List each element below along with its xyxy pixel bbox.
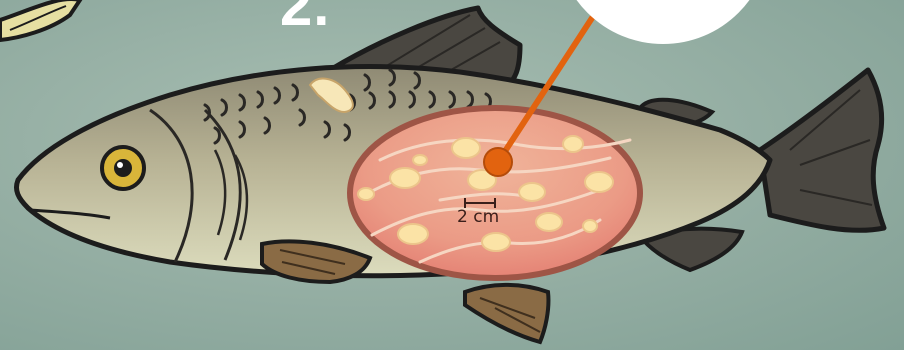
corner-object — [0, 0, 80, 40]
fish-eye — [102, 147, 144, 189]
step-number: 2. — [280, 0, 330, 39]
infected-tissue-window — [350, 108, 640, 278]
tail-fin — [760, 70, 884, 230]
scale-label: 2 cm — [457, 207, 499, 227]
